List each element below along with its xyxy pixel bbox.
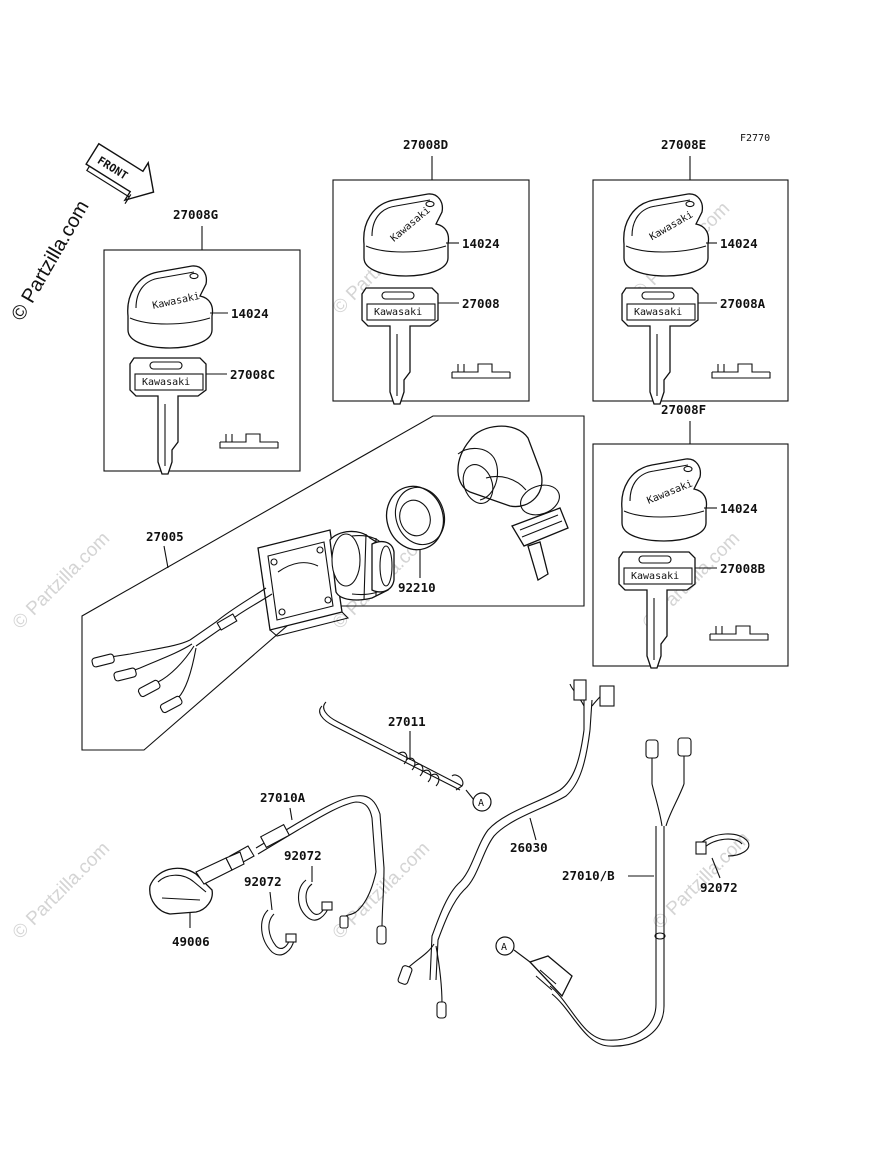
part-label-92072-a: 92072 <box>284 848 322 863</box>
key-27008: Kawasaki <box>361 287 439 405</box>
part-label-49006: 49006 <box>172 934 210 949</box>
tag-icon <box>219 433 279 449</box>
key-label: 27008C <box>230 367 275 382</box>
callout-a: A <box>501 942 507 953</box>
key-27008b: Kawasaki <box>618 551 696 669</box>
key-label: 27008A <box>720 296 766 311</box>
lead-27010b: 27010/B A <box>495 737 692 1047</box>
key-brand: Kawasaki <box>374 307 422 318</box>
part-label-92210: 92210 <box>398 580 436 595</box>
key-kit-27008e: 27008E Kawasaki 14024 Kawasaki 27008A <box>592 137 789 405</box>
watermark: © Partzilla.com <box>9 838 114 943</box>
key-brand: Kawasaki <box>634 307 682 318</box>
part-label-27011: 27011 <box>388 714 426 729</box>
ignition-switch-assembly: 27005 <box>81 415 585 751</box>
knob-14024: Kawasaki <box>363 193 450 277</box>
rod-27011: 27011 A <box>319 701 492 812</box>
key-27008c: Kawasaki <box>129 357 207 475</box>
clamp-92072-a: 92072 <box>284 848 333 921</box>
nut-92210 <box>385 485 446 551</box>
kit-label: 27008D <box>403 137 448 152</box>
clamp-92072-b: 92072 <box>244 874 297 956</box>
key-kit-27008g: 27008G Kawasaki 14024 Kawasaki 27008C <box>103 207 301 475</box>
connector-icon <box>113 667 137 682</box>
kit-label: 27008E <box>661 137 706 152</box>
knob-label: 14024 <box>720 236 758 251</box>
part-label-92072-b: 92072 <box>244 874 282 889</box>
tag-icon <box>451 363 511 379</box>
key-label: 27008B <box>720 561 766 576</box>
key-27008a: Kawasaki <box>621 287 699 405</box>
key-brand: Kawasaki <box>142 377 190 388</box>
connector-icon <box>91 653 115 668</box>
tag-icon <box>709 625 769 641</box>
copyright-text: © Partzilla.com <box>7 197 93 325</box>
kit-label: 27008F <box>661 402 706 417</box>
knob-14024: Kawasaki <box>127 265 214 349</box>
tag-icon <box>711 363 771 379</box>
key-kit-27008d: 27008D Kawasaki 14024 Kawasaki 27008 <box>332 137 530 405</box>
knob-14024: Kawasaki <box>621 458 708 542</box>
bracket-49006: 49006 <box>149 851 245 949</box>
kit-label: 27008G <box>173 207 218 222</box>
watermark: © Partzilla.com <box>9 528 114 633</box>
knob-14024: Kawasaki <box>623 193 710 277</box>
part-label-26030: 26030 <box>510 840 548 855</box>
figure-code: F2770 <box>740 133 770 144</box>
clamp-92072-c: 92072 <box>695 833 750 895</box>
connector-icon <box>159 695 183 714</box>
key-kit-27008f: 27008F Kawasaki 14024 Kawasaki 27008B <box>592 402 789 669</box>
callout-a: A <box>478 798 484 809</box>
knob-label: 14024 <box>462 236 500 251</box>
knob-label: 14024 <box>720 501 758 516</box>
part-label-27010a: 27010A <box>260 790 306 805</box>
front-arrow-icon: FRONT <box>85 142 155 205</box>
part-label-27010b: 27010/B <box>562 868 615 883</box>
key-brand: Kawasaki <box>631 571 679 582</box>
part-label-92072-c: 92072 <box>700 880 738 895</box>
knob-label: 14024 <box>231 306 269 321</box>
connector-icon <box>137 679 161 698</box>
key-label: 27008 <box>462 296 500 311</box>
harness-26030: 26030 <box>397 679 615 1019</box>
part-label-27005: 27005 <box>146 529 184 544</box>
